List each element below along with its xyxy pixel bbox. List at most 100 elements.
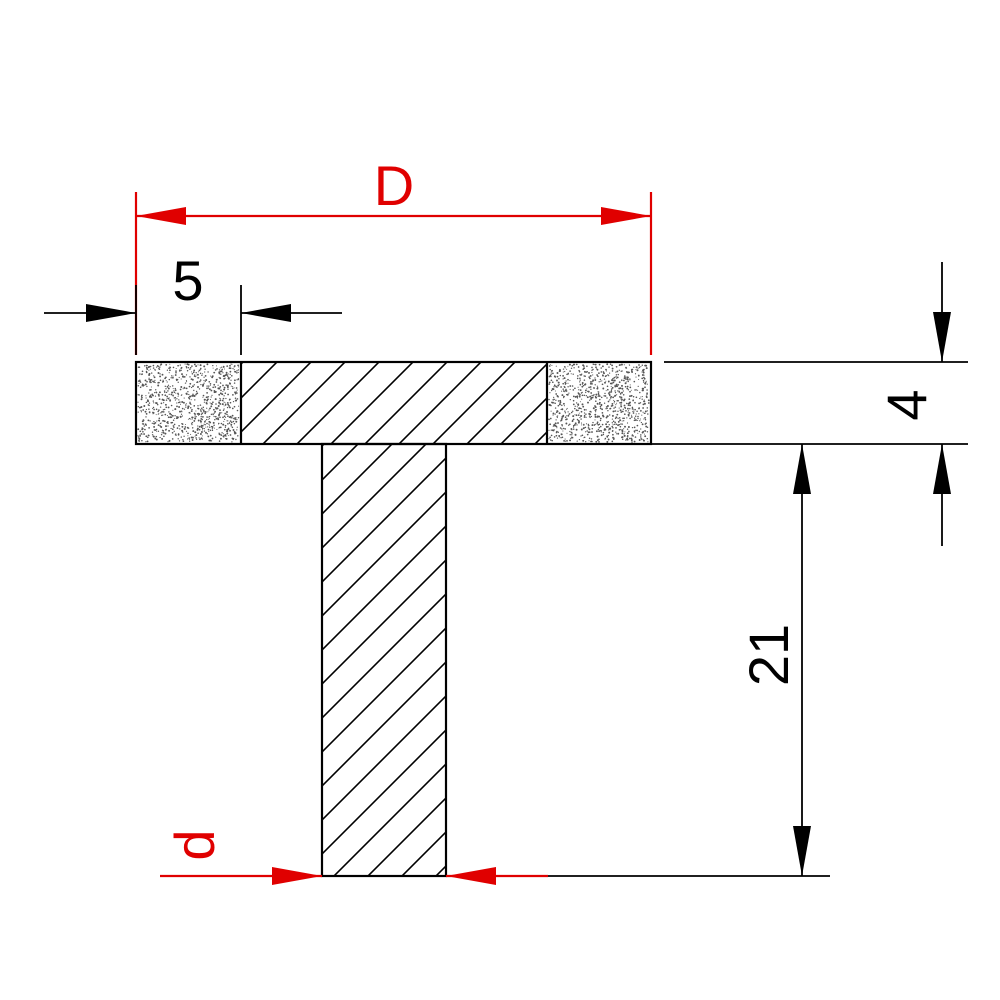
abrasive-grain	[592, 374, 594, 376]
abrasive-grain	[184, 363, 186, 365]
abrasive-grain	[150, 381, 152, 384]
abrasive-grain	[561, 390, 563, 392]
abrasive-grain	[183, 427, 186, 430]
abrasive-grain	[592, 407, 595, 410]
abrasive-grain	[565, 415, 567, 417]
abrasive-grain	[144, 428, 146, 431]
abrasive-grain	[551, 439, 553, 442]
abrasive-grain	[161, 432, 163, 434]
abrasive-grain	[206, 407, 208, 409]
abrasive-grain	[159, 364, 161, 366]
abrasive-grain	[227, 388, 229, 391]
abrasive-grain	[219, 402, 222, 405]
abrasive-grain	[621, 391, 623, 394]
abrasive-grain	[178, 376, 180, 379]
abrasive-grain	[638, 413, 640, 415]
abrasive-grain	[234, 400, 236, 402]
abrasive-grain	[199, 404, 202, 406]
abrasive-grain	[598, 403, 601, 405]
abrasive-grain	[553, 397, 555, 399]
abrasive-grain	[159, 436, 161, 439]
abrasive-grain	[220, 382, 222, 384]
abrasive-grain	[197, 407, 199, 410]
abrasive-grain	[169, 416, 172, 419]
abrasive-grain	[213, 371, 216, 374]
abrasive-grain	[577, 386, 579, 388]
abrasive-grain	[602, 431, 605, 434]
abrasive-grain	[646, 431, 649, 433]
abrasive-grain	[615, 423, 618, 425]
abrasive-grain	[190, 418, 192, 420]
abrasive-grain	[151, 393, 154, 396]
abrasive-grain	[577, 392, 580, 395]
abrasive-grain	[145, 416, 147, 418]
abrasive-grain	[620, 429, 622, 431]
abrasive-grain	[562, 402, 565, 405]
abrasive-grain	[186, 381, 188, 383]
abrasive-grain	[567, 382, 569, 384]
abrasive-grain	[219, 399, 222, 402]
abrasive-grain	[162, 414, 164, 416]
abrasive-grain	[640, 421, 643, 424]
abrasive-grain	[564, 428, 567, 430]
abrasive-grain	[549, 436, 551, 439]
abrasive-grain	[634, 408, 636, 411]
abrasive-grain	[222, 416, 224, 419]
abrasive-grain	[208, 430, 210, 432]
abrasive-grain	[590, 388, 592, 391]
abrasive-grain	[203, 401, 206, 403]
abrasive-grain	[557, 415, 559, 417]
abrasive-grain	[556, 375, 559, 378]
abrasive-grain	[594, 423, 597, 425]
abrasive-grain	[564, 412, 567, 414]
abrasive-grain	[201, 435, 203, 437]
abrasive-grain	[165, 406, 168, 409]
abrasive-grain	[610, 388, 613, 390]
abrasive-grain	[599, 419, 602, 422]
abrasive-grain	[201, 415, 204, 418]
abrasive-grain	[185, 374, 188, 376]
abrasive-grain	[207, 411, 209, 413]
abrasive-grain	[616, 370, 619, 373]
abrasive-grain	[624, 382, 627, 385]
abrasive-grain	[551, 381, 554, 384]
abrasive-grain	[638, 378, 640, 380]
abrasive-grain	[585, 371, 587, 374]
abrasive-grain	[223, 368, 226, 370]
abrasive-grain	[613, 438, 615, 441]
abrasive-grain	[180, 410, 183, 412]
abrasive-grain	[233, 431, 236, 434]
abrasive-grain	[177, 438, 179, 440]
abrasive-grain	[591, 394, 593, 397]
dimension-label-d: D	[374, 154, 414, 217]
abrasive-grain	[157, 365, 159, 368]
abrasive-grain	[237, 435, 239, 437]
abrasive-grain	[168, 397, 170, 399]
abrasive-grain	[578, 412, 580, 414]
abrasive-grain	[206, 387, 208, 390]
abrasive-grain	[229, 401, 232, 404]
abrasive-grain	[224, 402, 226, 404]
abrasive-grain	[180, 386, 183, 388]
abrasive-grain	[148, 427, 150, 429]
abrasive-grain	[620, 370, 622, 372]
abrasive-grain	[623, 417, 625, 419]
abrasive-grain	[641, 438, 643, 440]
abrasive-grain	[157, 384, 160, 387]
abrasive-grain	[572, 389, 575, 391]
abrasive-grain	[226, 428, 229, 431]
abrasive-grain	[614, 421, 616, 423]
abrasive-grain	[570, 367, 573, 370]
abrasive-grain	[645, 396, 648, 399]
abrasive-grain	[609, 414, 611, 416]
abrasive-grain	[612, 427, 614, 429]
abrasive-grain	[599, 398, 601, 401]
abrasive-grain	[160, 402, 163, 405]
abrasive-grain	[153, 420, 155, 423]
abrasive-grain	[585, 391, 587, 394]
abrasive-grain	[642, 407, 645, 409]
abrasive-grain	[571, 419, 574, 422]
abrasive-grain	[218, 372, 221, 374]
abrasive-grain	[215, 408, 217, 410]
